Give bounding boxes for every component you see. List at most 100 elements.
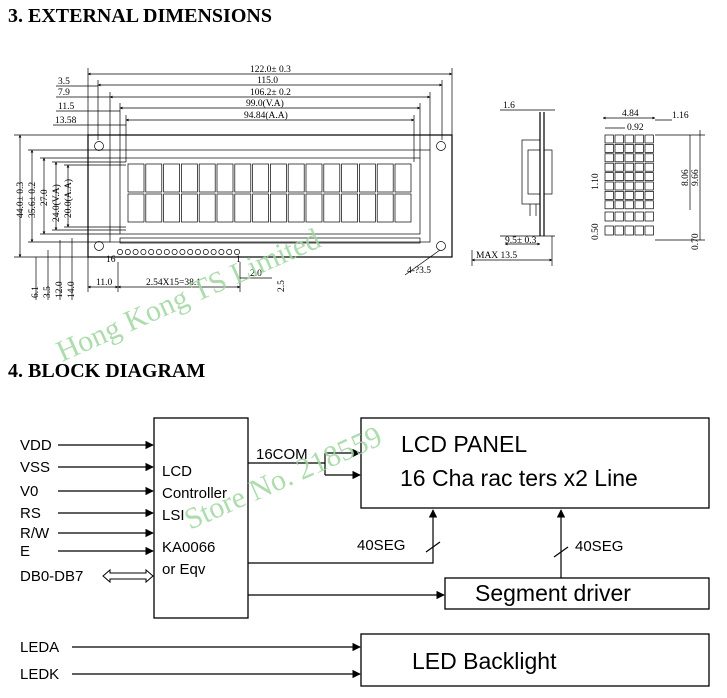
- lcd-panel-box: [360, 417, 710, 509]
- dim-cursor-gap: 0.70: [691, 233, 701, 250]
- dot: [644, 191, 654, 200]
- dim-active-area: 94.84(A.A): [244, 110, 288, 121]
- dim-cursor: 0.50: [591, 223, 601, 240]
- cursor-dot: [634, 225, 644, 236]
- dot: [624, 134, 634, 144]
- controller-line-5: or Eqv: [162, 561, 206, 578]
- signal-rs: RS: [20, 505, 41, 522]
- char-cell: [216, 163, 234, 193]
- char-cell: [323, 193, 341, 223]
- pin-hole: [140, 249, 147, 255]
- pin-hole: [234, 249, 240, 255]
- char-cell: [323, 163, 341, 193]
- dim-char-height: 8.06: [681, 169, 691, 186]
- led-backlight-label: LED Backlight: [412, 648, 557, 674]
- dot: [624, 181, 634, 191]
- bottom-dimensions: 6.1 3.5 12.0 14.0 11.0 2.54X15=38.1 2.5 …: [31, 238, 441, 300]
- dot: [604, 172, 614, 181]
- char-cell: [376, 163, 394, 193]
- dim-aa-height: 20.0(A.A): [63, 179, 74, 218]
- dot: [634, 134, 644, 144]
- dot: [634, 172, 644, 181]
- char-cell: [198, 163, 216, 193]
- com-label: 16COM: [256, 446, 308, 463]
- dim-va-height: 24.0(V.A): [51, 184, 62, 222]
- dot: [614, 200, 624, 210]
- char-cell: [305, 163, 323, 193]
- dot: [604, 200, 614, 210]
- dim-pin-offset: 11.0: [96, 278, 113, 288]
- char-cell: [376, 193, 394, 223]
- dot: [614, 153, 624, 163]
- cursor-dot: [614, 225, 624, 236]
- char-cell: [163, 163, 180, 193]
- dot: [604, 162, 614, 172]
- dim-offset-3: 11.5: [58, 102, 75, 112]
- dot: [624, 153, 634, 163]
- controller-line-2: Controller: [162, 485, 227, 502]
- pin-hole: [226, 249, 233, 255]
- char-cell: [305, 193, 323, 223]
- dot: [604, 153, 614, 163]
- signal-rw: R/W: [20, 525, 50, 542]
- dot: [644, 172, 654, 181]
- dot: [614, 162, 624, 172]
- dim-bottom-3: 12.0: [55, 281, 65, 298]
- char-cell: [341, 193, 358, 223]
- dim-hole-pitch: 115.0: [257, 76, 278, 86]
- dim-hole-dia: 4-?3.5: [407, 266, 431, 276]
- segment-driver-box: [444, 577, 710, 610]
- char-cell: [198, 193, 216, 223]
- dim-total-height: 44.0± 0.3: [16, 182, 26, 218]
- top-dimensions: 122.0± 0.3 115.0 106.2± 0.2 99.0(V.A) 94…: [53, 65, 453, 162]
- signal-e: E: [20, 543, 30, 560]
- char-cell: [359, 163, 376, 193]
- dot: [634, 153, 644, 163]
- segment-driver-label: Segment driver: [475, 580, 631, 606]
- cursor-dot: [624, 225, 634, 236]
- controller-line-1: LCD: [162, 463, 192, 480]
- char-cell: [270, 193, 287, 223]
- dot: [614, 144, 624, 153]
- pin-hole: [124, 249, 131, 255]
- signal-leda: LEDA: [20, 639, 59, 656]
- dot: [634, 191, 644, 200]
- pin-row: [117, 249, 240, 255]
- signal-databus: DB0-DB7: [20, 568, 83, 585]
- dot: [604, 144, 614, 153]
- pin-hole: [187, 249, 194, 255]
- char-cell: [163, 193, 180, 223]
- character-detail: 4.84 1.16 0.92 1.10 8.06 9.66 0.50 0.70: [591, 109, 705, 250]
- dim-side-1-6: 1.6: [503, 101, 515, 111]
- pin-hole: [163, 249, 170, 255]
- dot: [634, 200, 644, 210]
- dot: [624, 200, 634, 210]
- pin-hole: [148, 249, 155, 255]
- section-heading-external: 3. EXTERNAL DIMENSIONS: [8, 5, 272, 27]
- pin-hole: [218, 249, 225, 255]
- databus-arrow: [102, 568, 154, 584]
- dot: [644, 181, 654, 191]
- dim-bottom-4: 14.0: [67, 281, 77, 298]
- char-cell: [216, 193, 234, 223]
- cursor-dot: [604, 211, 614, 222]
- dim-offset-1: 3.5: [58, 77, 70, 87]
- dot: [624, 172, 634, 181]
- pin-hole: [117, 249, 123, 255]
- dim-bezel-width: 106.2± 0.2: [250, 88, 291, 98]
- char-cell: [145, 193, 163, 223]
- dot: [604, 191, 614, 200]
- dim-char-width: 4.84: [622, 109, 639, 119]
- controller-line-3: LSI: [162, 507, 185, 524]
- dim-bottom-2: 3.5: [43, 286, 53, 298]
- cursor-dot: [604, 225, 614, 236]
- char-cell: [234, 163, 252, 193]
- char-cell: [359, 193, 376, 223]
- cursor-dot: [644, 211, 654, 222]
- cursor-dot: [614, 211, 624, 222]
- dot: [604, 181, 614, 191]
- signal-ledk: LEDK: [20, 666, 59, 683]
- dim-side-max: MAX 13.5: [476, 251, 517, 261]
- left-dimensions: 44.0± 0.3 35.6± 0.2 27.0 24.0(V.A) 20.0(…: [14, 134, 126, 258]
